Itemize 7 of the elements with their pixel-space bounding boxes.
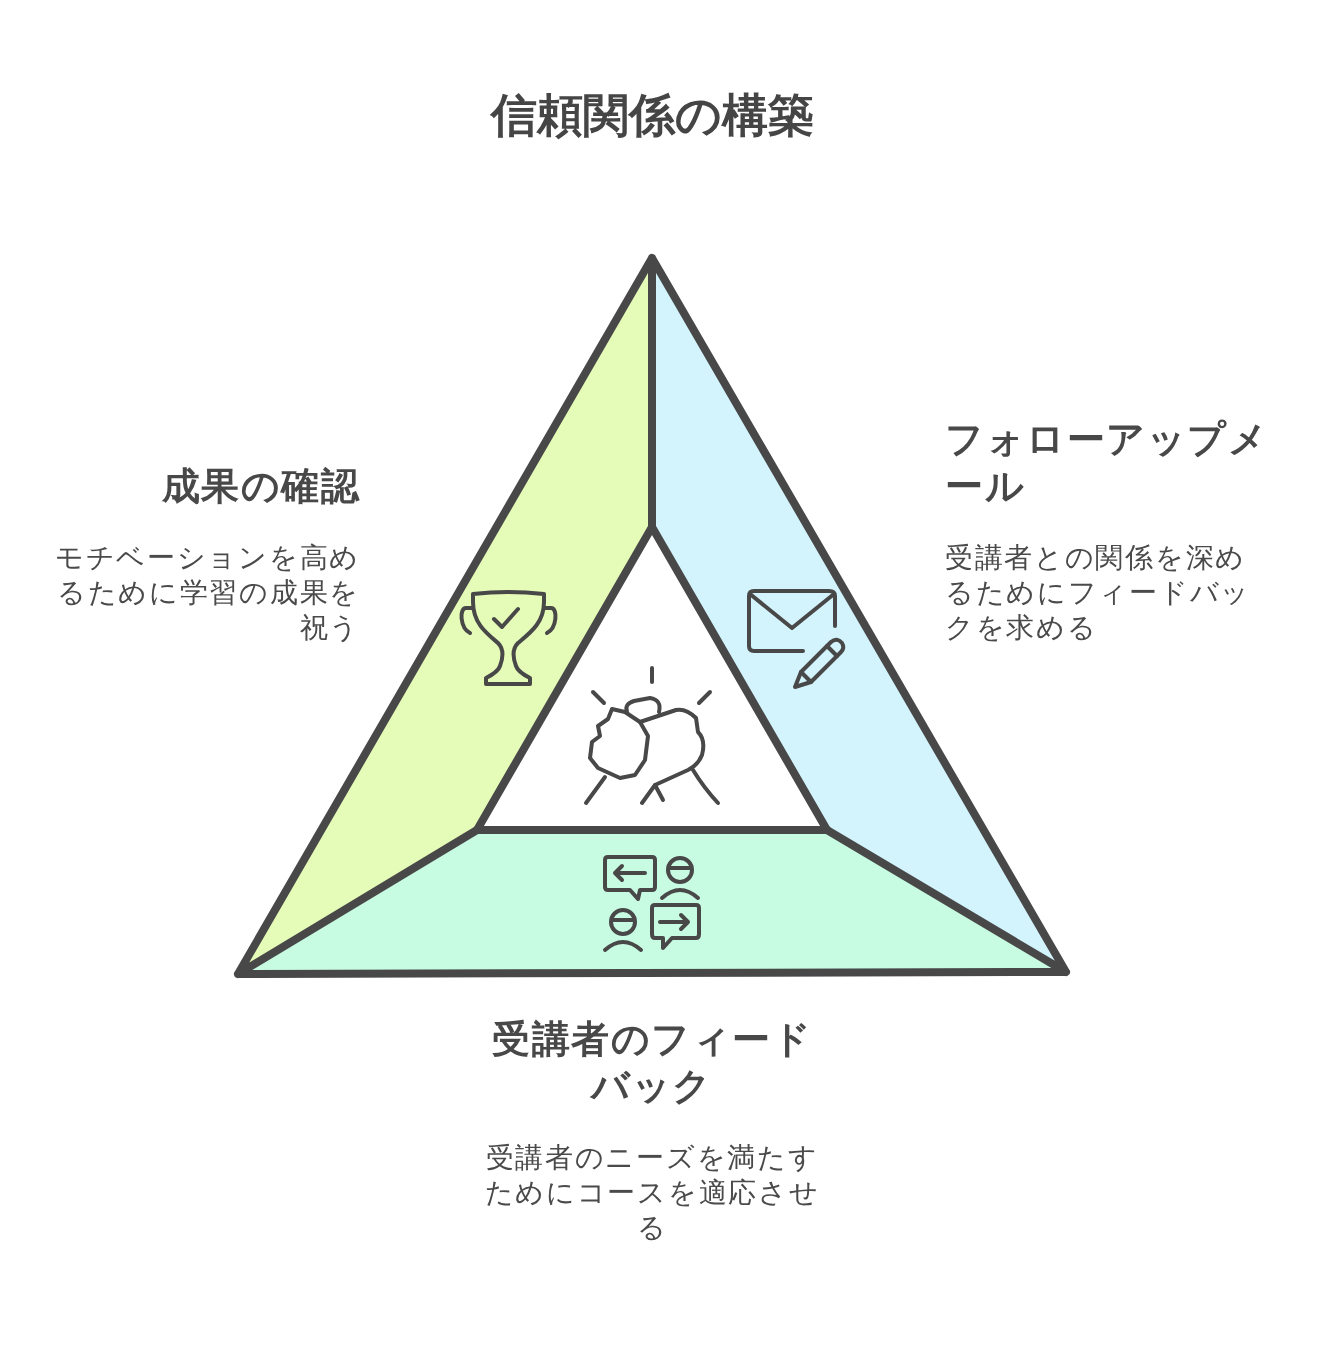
section-heading: 成果の確認 — [161, 463, 360, 510]
section-description: 受講者との関係を深めるためにフィードバックを求める — [945, 540, 1252, 645]
section-heading: 受講者のフィードバック — [491, 1016, 813, 1110]
section-description: モチベーションを高めるために学習の成果を祝う — [54, 540, 360, 645]
section-description: 受講者のニーズを満たすためにコースを適応させる — [483, 1140, 821, 1245]
diagram-title: 信頼関係の構築 — [490, 87, 814, 144]
section-heading: フォローアップメール — [945, 416, 1269, 510]
